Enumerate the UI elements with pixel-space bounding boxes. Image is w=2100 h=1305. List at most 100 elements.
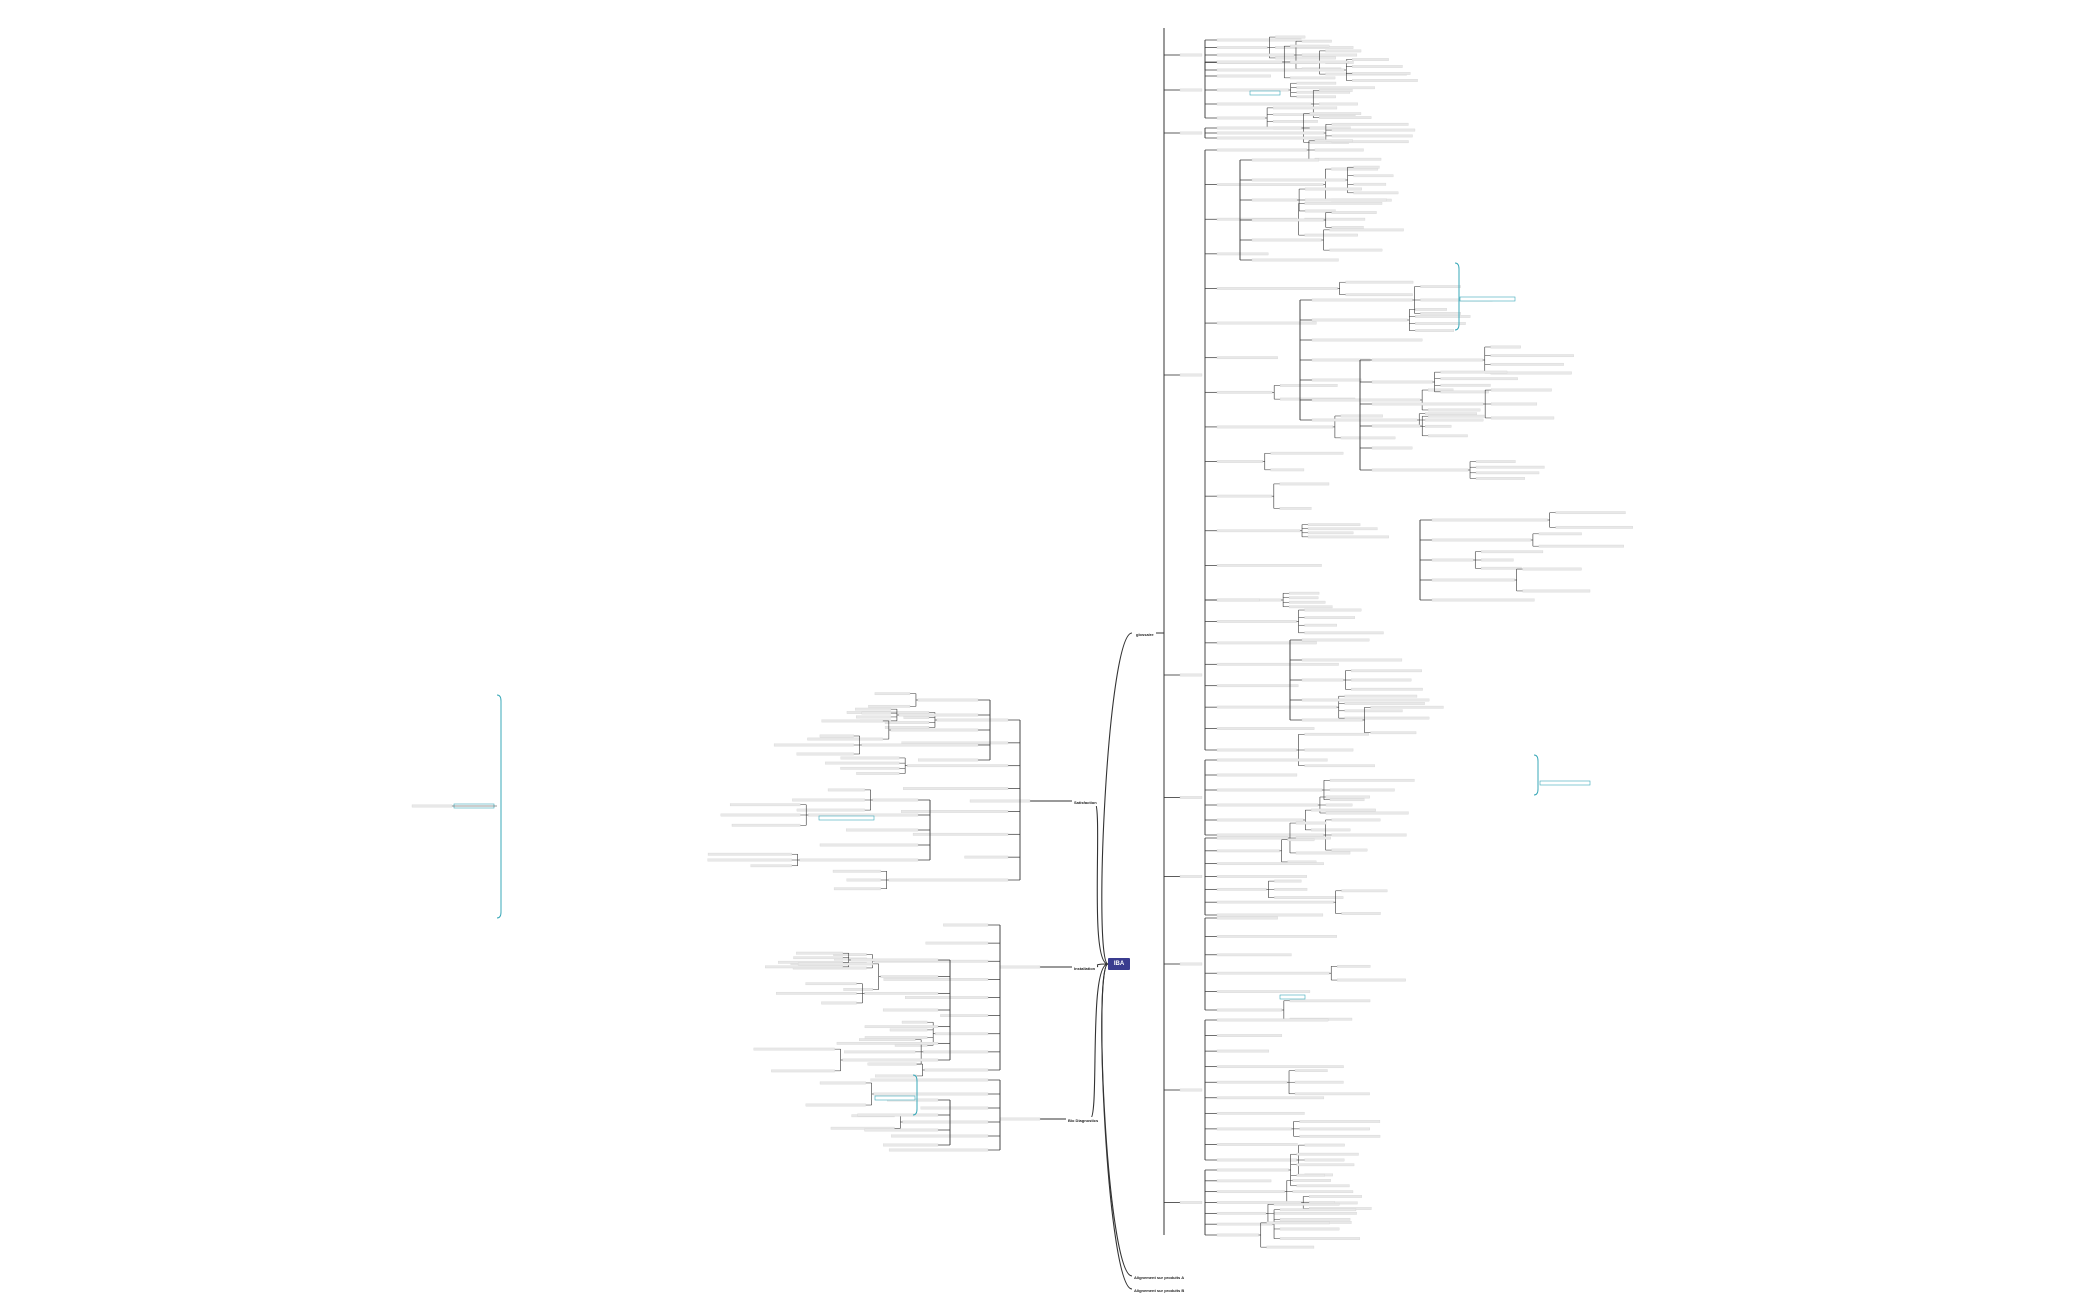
leaf-node: [1216, 971, 1330, 975]
leaf-node: [1345, 280, 1414, 284]
leaf-node: [1475, 460, 1516, 463]
leaf-node: [1216, 620, 1297, 623]
leaf-node: [1344, 702, 1425, 705]
leaf-node: [1325, 811, 1409, 815]
leaf-node: [1415, 322, 1466, 325]
leaf-node: [750, 864, 792, 868]
branch-glossaire[interactable]: glossaire: [1134, 631, 1156, 638]
leaf-node: [856, 772, 900, 775]
leaf-node: [1179, 131, 1203, 135]
leaf-node: [1216, 788, 1323, 792]
leaf-node: [1216, 252, 1269, 256]
leaf-node: [729, 803, 801, 807]
leaf-node: [1425, 418, 1484, 422]
leaf-node: [1370, 731, 1417, 735]
leaf-node: [918, 758, 979, 762]
leaf-node: [903, 716, 930, 719]
leaf-node: [731, 823, 801, 827]
leaf-node: [773, 743, 854, 747]
leaf-node: [1295, 851, 1351, 855]
leaf-node: [1311, 808, 1376, 812]
leaf-node: [1415, 308, 1447, 311]
leaf-node: [1216, 705, 1337, 709]
leaf-node: [1314, 139, 1353, 143]
leaf-node: [1304, 233, 1358, 237]
leaf-node: [856, 715, 892, 719]
leaf-node: [1304, 631, 1384, 635]
leaf-node: [1427, 408, 1481, 412]
leaf-node: [1216, 74, 1271, 78]
leaf-node: [1216, 38, 1302, 42]
leaf-node: [1311, 398, 1421, 402]
leaf-node: [1301, 39, 1332, 43]
leaf-node: [1216, 803, 1319, 807]
leaf-node: [805, 1103, 866, 1107]
leaf-node: [1331, 122, 1409, 126]
leaf-node: [920, 1106, 989, 1110]
leaf-node: [1295, 821, 1327, 825]
leaf-node: [1216, 183, 1324, 186]
leaf-node: [1475, 471, 1540, 475]
leaf-node: [1294, 1069, 1328, 1073]
leaf-node: [846, 878, 881, 882]
leaf-node: [1337, 978, 1406, 982]
branch-label-text: Bio Diagnostics: [1068, 1118, 1099, 1123]
leaf-node: [999, 965, 1041, 969]
leaf-node: [1307, 527, 1378, 531]
leaf-node: [1309, 112, 1362, 115]
leaf-node: [707, 852, 792, 856]
leaf-node: [1304, 764, 1375, 768]
branch-alignement-a[interactable]: Alignement sur produits A: [1132, 1274, 1187, 1281]
leaf-node: [903, 787, 1009, 790]
leaf-node: [1307, 531, 1354, 535]
leaf-node: [1329, 788, 1395, 792]
leaf-node: [1344, 694, 1418, 698]
leaf-node: [1216, 684, 1299, 688]
leaf-node: [1216, 1049, 1270, 1053]
leaf-node: [1279, 1237, 1361, 1240]
leaf-node: [1266, 1221, 1330, 1225]
accent-node: [874, 1095, 916, 1101]
accent-node: [818, 815, 875, 821]
leaf-node: [1431, 538, 1532, 542]
branch-alignement-b[interactable]: Alignement sur produits B: [1132, 1287, 1187, 1294]
accent-bracket: [496, 694, 502, 919]
leaf-node: [940, 1014, 989, 1017]
leaf-node: [1353, 165, 1380, 169]
branch-label-text: Alignement sur produits B: [1134, 1288, 1185, 1293]
leaf-node: [1292, 1179, 1331, 1182]
accent-node: [1249, 90, 1281, 96]
leaf-node: [1311, 298, 1413, 302]
leaf-node: [1340, 414, 1383, 418]
branch-satisfaction[interactable]: Satisfaction: [1072, 799, 1099, 806]
curve-bio-diagnostics: [1089, 963, 1109, 1120]
leaf-node: [1420, 312, 1461, 315]
branch-installation[interactable]: Installation: [1072, 965, 1098, 972]
leaf-node: [1216, 641, 1317, 645]
leaf-node: [830, 1126, 895, 1130]
leaf-node: [907, 764, 1009, 768]
leaf-node: [1251, 178, 1346, 182]
leaf-node: [1491, 416, 1555, 420]
leaf-node: [1341, 912, 1381, 915]
branch-bio-diagnostics[interactable]: Bio Diagnostics: [1066, 1117, 1101, 1124]
leaf-node: [1425, 424, 1452, 428]
leaf-node: [1415, 315, 1471, 318]
leaf-node: [1311, 418, 1418, 422]
leaf-node: [1331, 211, 1377, 214]
leaf-node: [1371, 380, 1433, 384]
leaf-node: [912, 832, 1009, 836]
leaf-node: [1331, 226, 1364, 229]
leaf-node: [797, 962, 873, 966]
leaf-node: [888, 1148, 989, 1152]
leaf-node: [1337, 964, 1371, 968]
leaf-node: [1428, 414, 1485, 418]
root-node[interactable]: IBA: [1108, 958, 1130, 970]
leaf-node: [1425, 412, 1477, 416]
leaf-node: [1296, 1173, 1325, 1177]
leaf-node: [1440, 370, 1508, 374]
leaf-node: [1216, 1179, 1272, 1183]
leaf-node: [832, 869, 881, 873]
leaf-node: [1311, 378, 1362, 382]
